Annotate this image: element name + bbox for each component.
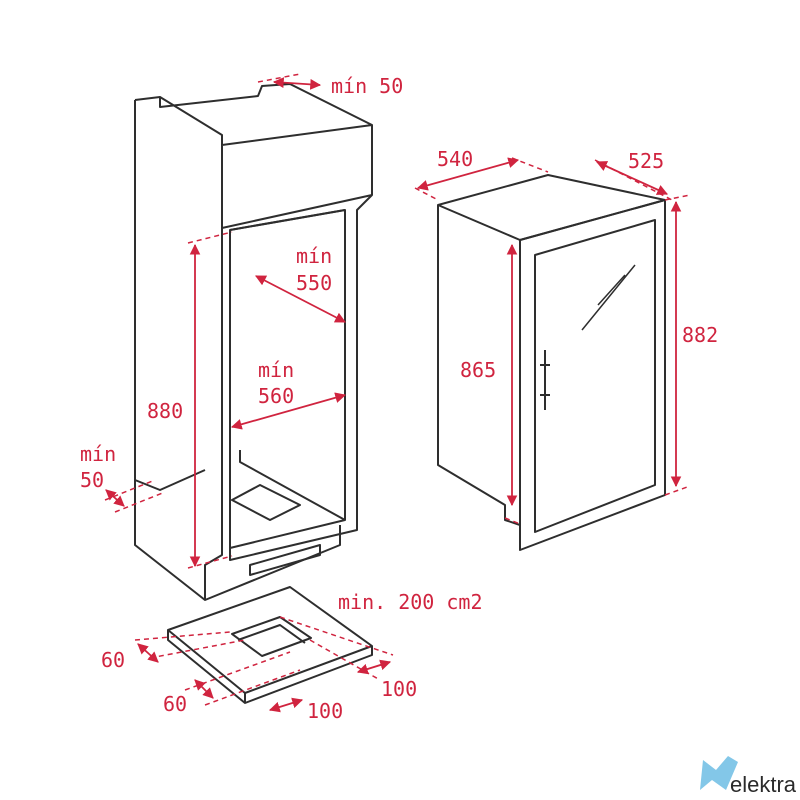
logo-mark-icon	[700, 756, 738, 790]
label-min-560-b: 560	[258, 384, 294, 408]
dimension-arrows	[105, 77, 682, 713]
label-100-a: 100	[381, 677, 417, 701]
label-880: 880	[147, 399, 183, 423]
cabinet-drawing	[134, 83, 373, 601]
label-882: 882	[682, 323, 718, 347]
logo-text: elektra	[730, 772, 797, 797]
label-min-top: mín 50	[331, 74, 403, 98]
label-865: 865	[460, 358, 496, 382]
elektra-logo: elektra	[700, 756, 797, 797]
label-100-b: 100	[307, 699, 343, 723]
label-min-550-a: mín	[296, 244, 332, 268]
label-min-560-a: mín	[258, 358, 294, 382]
label-min-550-b: 550	[296, 271, 332, 295]
base-plate-drawing	[167, 586, 373, 704]
label-60-b: 60	[163, 692, 187, 716]
label-min-left-b: 50	[80, 468, 104, 492]
label-60-a: 60	[101, 648, 125, 672]
label-vent-area: min. 200 cm2	[338, 590, 483, 614]
label-min-left-a: mín	[80, 442, 116, 466]
label-540: 540	[437, 147, 473, 171]
label-525: 525	[628, 149, 664, 173]
